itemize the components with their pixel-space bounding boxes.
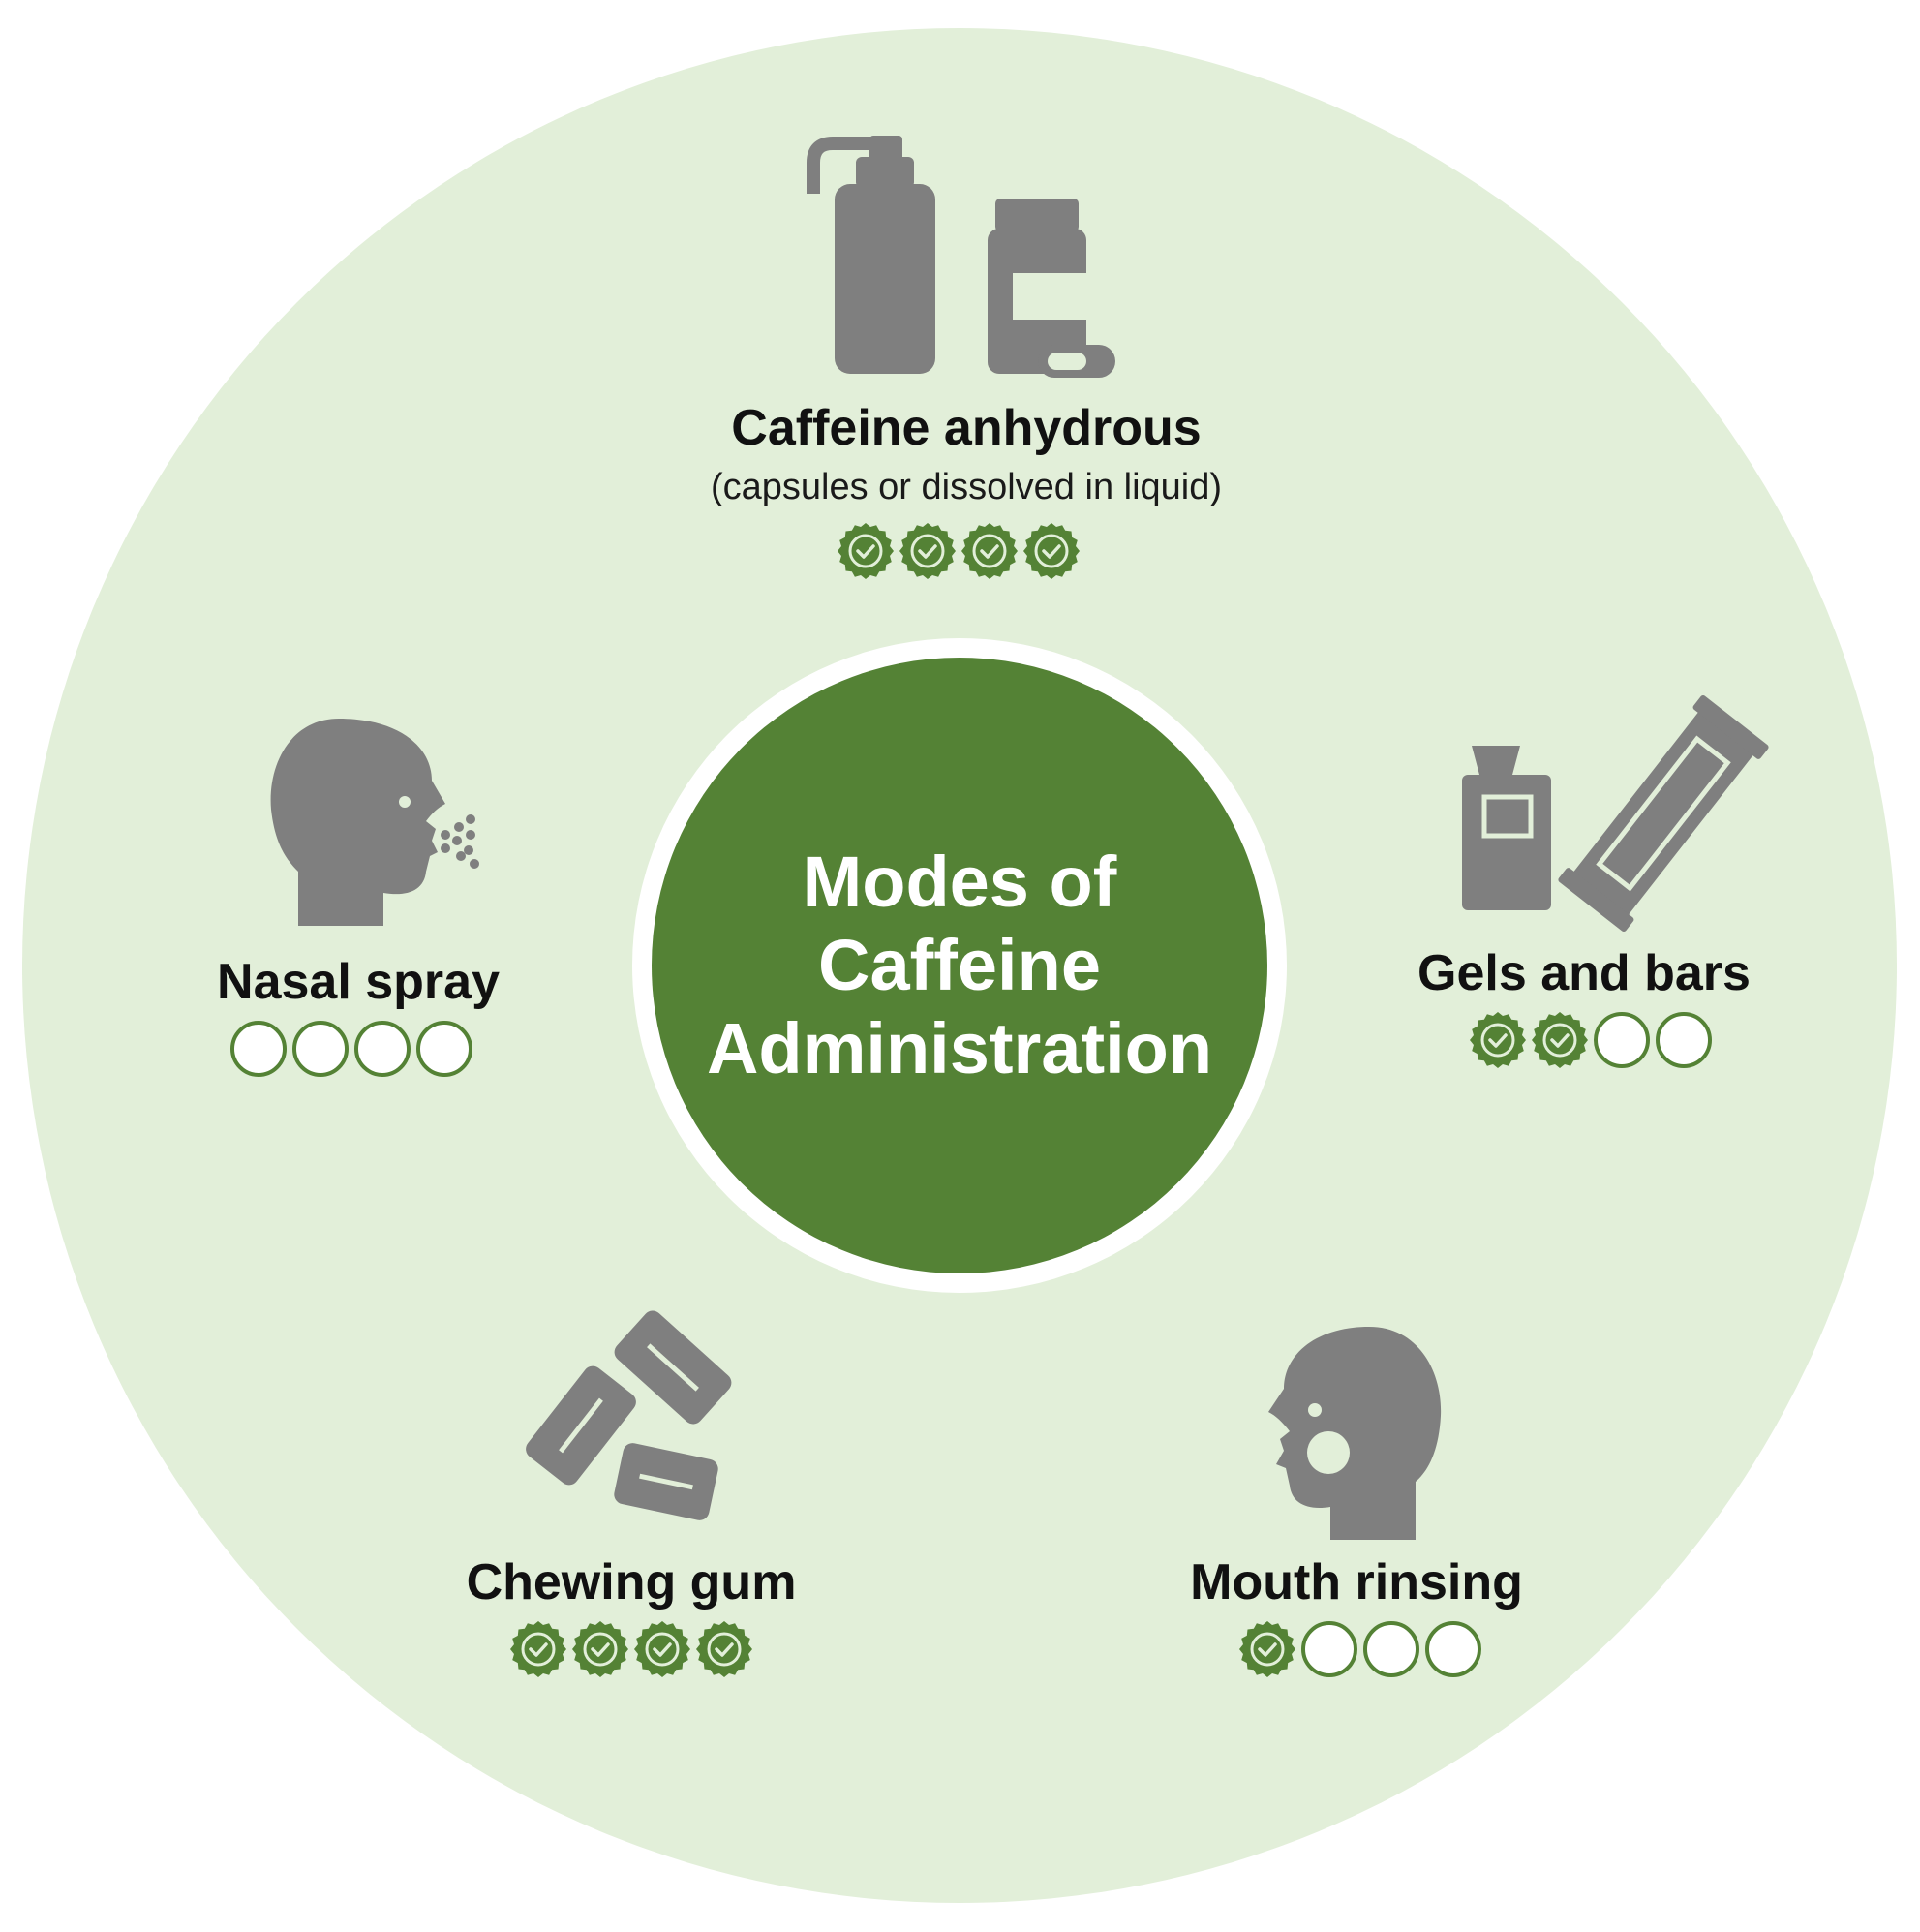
check-badge-filled-icon xyxy=(570,1619,630,1679)
check-badge-empty-icon xyxy=(1592,1010,1652,1070)
center-disc xyxy=(652,658,1267,1273)
head-nasal-spray-icon xyxy=(270,719,479,926)
caffeine-anhydrous-sublabel: (capsules or dissolved in liquid) xyxy=(710,467,1223,507)
caffeine-anhydrous-label: Caffeine anhydrous xyxy=(731,400,1202,456)
check-badge-filled-icon xyxy=(1530,1010,1590,1070)
center-title: Modes of Caffeine Administration xyxy=(688,841,1231,1090)
center-title-line-1: Modes of xyxy=(802,842,1117,922)
check-badge-filled-icon xyxy=(1468,1010,1528,1070)
gels-and-bars-label: Gels and bars xyxy=(1417,945,1751,1001)
check-badge-filled-icon xyxy=(1237,1619,1297,1679)
nasal-spray-label: Nasal spray xyxy=(217,954,500,1010)
mouth-rinsing-label: Mouth rinsing xyxy=(1190,1554,1523,1610)
center-title-line-2: Caffeine xyxy=(818,925,1101,1005)
check-badge-empty-icon xyxy=(1654,1010,1714,1070)
check-badge-empty-icon xyxy=(1361,1619,1421,1679)
gel-and-bar-icon xyxy=(1462,694,1769,933)
center-title-line-3: Administration xyxy=(706,1008,1213,1089)
check-badge-filled-icon xyxy=(960,521,1020,581)
head-mouth-rinse-icon xyxy=(1268,1327,1442,1540)
caffeine-anhydrous-rating xyxy=(836,521,1082,581)
chewing-gum-rating xyxy=(508,1619,754,1679)
check-badge-empty-icon xyxy=(414,1019,474,1079)
mouth-rinsing-rating xyxy=(1237,1619,1483,1679)
gels-and-bars-rating xyxy=(1468,1010,1714,1070)
chewing-gum-icon xyxy=(526,1310,732,1520)
check-badge-filled-icon xyxy=(898,521,958,581)
check-badge-filled-icon xyxy=(694,1619,754,1679)
check-badge-filled-icon xyxy=(836,521,896,581)
check-badge-empty-icon xyxy=(1423,1619,1483,1679)
check-badge-empty-icon xyxy=(352,1019,412,1079)
check-badge-filled-icon xyxy=(508,1619,568,1679)
chewing-gum-label: Chewing gum xyxy=(466,1554,797,1610)
check-badge-filled-icon xyxy=(1021,521,1082,581)
check-badge-filled-icon xyxy=(632,1619,692,1679)
check-badge-empty-icon xyxy=(229,1019,289,1079)
check-badge-empty-icon xyxy=(1299,1619,1359,1679)
check-badge-empty-icon xyxy=(290,1019,350,1079)
nasal-spray-rating xyxy=(229,1019,474,1079)
bottle-and-pill-jar-icon xyxy=(807,136,1115,378)
